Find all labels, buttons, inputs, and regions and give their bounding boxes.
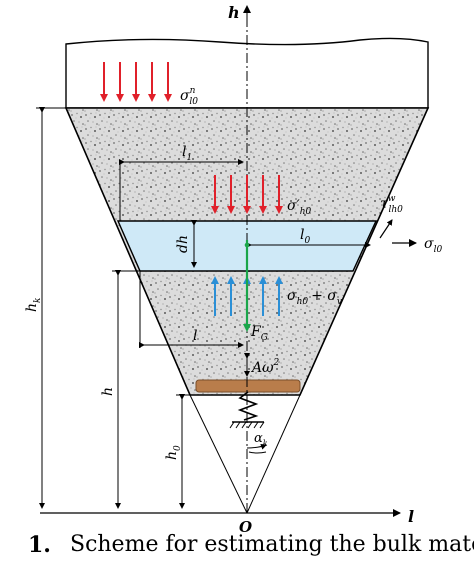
alpha-arc bbox=[246, 443, 267, 450]
caption-text: Scheme for estimating the bulk mate bbox=[70, 532, 474, 557]
spring bbox=[237, 391, 259, 421]
alpha-label: αk bbox=[254, 431, 268, 448]
l1-label: l1 bbox=[182, 144, 192, 163]
h-label: h bbox=[100, 387, 116, 396]
l0-label: l0 bbox=[300, 227, 310, 246]
figure-number: 1. bbox=[28, 532, 51, 558]
figure-caption: 1. Scheme for estimating the bulk mate bbox=[0, 532, 474, 562]
l-label: l bbox=[193, 328, 197, 344]
gravity-force-label: FG bbox=[250, 324, 268, 343]
amplitude-label: Aω2 bbox=[250, 358, 280, 376]
dh-label: dh bbox=[175, 235, 191, 253]
h-axis-label: h bbox=[228, 3, 240, 22]
layer-top-arrows bbox=[211, 175, 283, 214]
sigma-l0-label: σl0 bbox=[424, 236, 442, 255]
center-point bbox=[244, 242, 250, 248]
vibrating-plate bbox=[195, 379, 301, 393]
cone-line-right bbox=[246, 394, 301, 514]
hk-label: hk bbox=[24, 298, 43, 313]
ground-hatch bbox=[229, 421, 265, 429]
origin-label: O bbox=[239, 518, 252, 536]
cone-line-left bbox=[189, 394, 248, 514]
l-axis-label: l bbox=[408, 507, 414, 526]
tau-arrow bbox=[379, 219, 393, 239]
h0-label: h0 bbox=[164, 445, 183, 460]
sigma-h0-sum-label: σh0+ σv bbox=[287, 288, 342, 307]
sigma-h0-prime-label: σ′h0 bbox=[287, 198, 312, 217]
top-load-arrows bbox=[100, 62, 172, 102]
